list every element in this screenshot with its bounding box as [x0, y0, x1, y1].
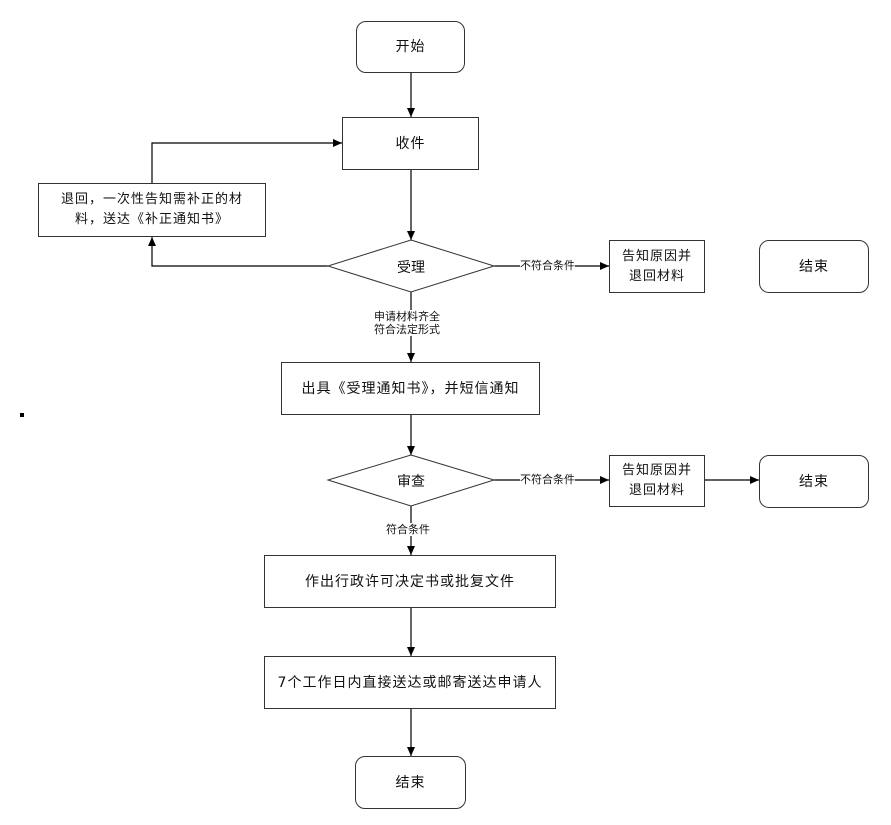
review-pass-label: 符合条件 [386, 523, 430, 536]
end-node-2: 结束 [759, 455, 869, 508]
deliver-node: 7个工作日内直接送达或邮寄送达申请人 [264, 656, 556, 709]
stray-dot-mark [20, 413, 24, 417]
review-decision-diamond [326, 454, 496, 507]
decision-node: 作出行政许可决定书或批复文件 [264, 555, 556, 608]
accept-reject-label: 不符合条件 [520, 259, 575, 272]
notify-return-node-1: 告知原因并退回材料 [609, 240, 705, 293]
accept-label: 受理 [397, 260, 425, 276]
accept-pass-label-line2: 符合法定形式 [374, 323, 440, 336]
arrow-accept-to-return [148, 237, 328, 267]
issue-notice-node: 出具《受理通知书》，并短信通知 [281, 362, 540, 415]
review-reject-label: 不符合条件 [520, 473, 575, 486]
notify-return-node-2: 告知原因并退回材料 [609, 455, 705, 507]
end-node-1: 结束 [759, 240, 869, 293]
review-label: 审查 [397, 474, 425, 490]
arrow-return-to-receive [151, 139, 342, 183]
end-node-3: 结束 [355, 756, 466, 809]
receive-node: 收件 [342, 117, 479, 170]
accept-pass-label-line1: 申请材料齐全 [374, 310, 440, 323]
accept-decision-diamond [326, 239, 496, 293]
start-node: 开始 [356, 21, 465, 73]
return-supplement-node: 退回，一次性告知需补正的材料，送达《补正通知书》 [38, 183, 266, 237]
